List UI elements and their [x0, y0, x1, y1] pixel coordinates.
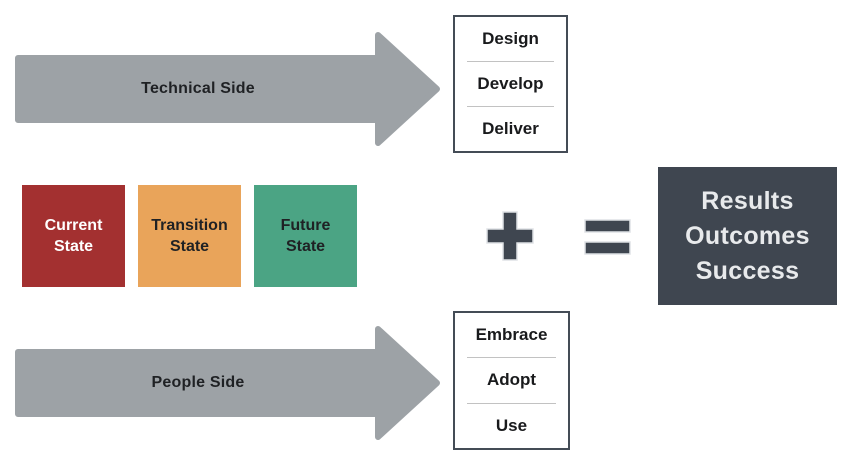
- divider: [467, 402, 556, 404]
- step-item-develop: Develop: [477, 74, 544, 93]
- people-side-label: People Side: [151, 374, 245, 391]
- results-outcomes-success-box: Results Outcomes Success: [658, 167, 837, 305]
- current-state-label-line2: State: [53, 238, 94, 255]
- plus-icon: [486, 211, 534, 261]
- people-steps-box: Embrace Adopt Use: [453, 311, 570, 450]
- current-state-label-line1: Current: [44, 217, 103, 234]
- technical-steps-box: Design Develop Deliver: [453, 15, 568, 153]
- current-state-box: Current State: [22, 185, 125, 287]
- step-item-design: Design: [482, 29, 539, 48]
- future-state-label-line2: State: [285, 238, 326, 255]
- transition-state-label-line2: State: [169, 238, 210, 255]
- results-line: Results: [701, 186, 794, 215]
- step-item-adopt: Adopt: [486, 370, 537, 390]
- transition-state-label-line1: Transition: [151, 217, 228, 234]
- equals-icon: [584, 219, 631, 255]
- future-state-label-line1: Future: [280, 217, 331, 234]
- success-line: Success: [695, 256, 800, 285]
- step-item-use: Use: [495, 415, 528, 435]
- outcomes-line: Outcomes: [685, 221, 810, 250]
- transition-state-box: Transition State: [138, 185, 241, 287]
- future-state-box: Future State: [254, 185, 357, 287]
- divider: [467, 106, 554, 107]
- divider: [467, 61, 554, 62]
- step-item-deliver: Deliver: [482, 119, 539, 138]
- divider: [467, 357, 556, 359]
- step-item-embrace: Embrace: [475, 325, 548, 345]
- technical-side-label: Technical Side: [141, 80, 255, 97]
